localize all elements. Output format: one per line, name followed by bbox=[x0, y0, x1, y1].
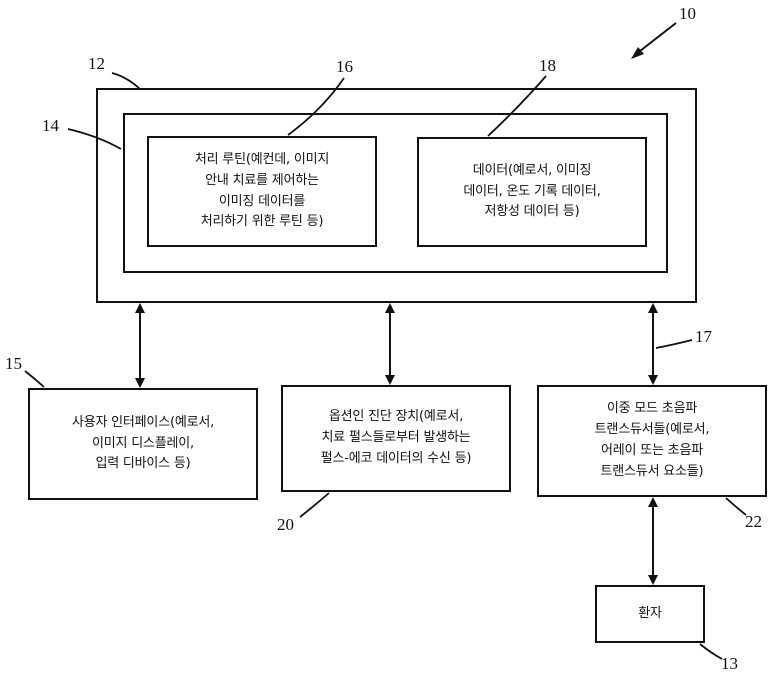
leader-line-17 bbox=[655, 339, 693, 349]
ref-label-13: 13 bbox=[721, 654, 738, 673]
data-box: 데이터(예로서, 이미징 데이터, 온도 기록 데이터, 저항성 데이터 등) bbox=[417, 137, 647, 247]
ref-label-14: 14 bbox=[42, 116, 59, 135]
leader-line-22 bbox=[725, 497, 747, 516]
ref-label-12: 12 bbox=[88, 54, 105, 73]
ref-10-pointer-arrow bbox=[631, 22, 677, 59]
patient-box: 환자 bbox=[595, 585, 705, 643]
leader-line-12 bbox=[111, 72, 141, 90]
diagnostic-device-box: 옵션인 진단 장치(예로서, 치료 펄스들로부터 발생하는 펄스-에코 데이터의… bbox=[281, 385, 511, 492]
arrow-transducers-patient bbox=[648, 497, 658, 585]
arrow-controller-transducers bbox=[648, 303, 658, 385]
ref-label-18: 18 bbox=[539, 56, 556, 75]
arrow-controller-userinterface bbox=[135, 303, 145, 388]
system-outer-box bbox=[96, 88, 697, 303]
ref-label-17: 17 bbox=[695, 327, 712, 346]
transducers-box: 이중 모드 초음파 트랜스듀서들(예로서, 어레이 또는 초음파 트랜스듀서 요… bbox=[537, 385, 767, 497]
data-box-label: 데이터(예로서, 이미징 데이터, 온도 기록 데이터, 저항성 데이터 등) bbox=[463, 162, 601, 220]
patient-label: 환자 bbox=[638, 605, 662, 621]
ref-label-16: 16 bbox=[336, 57, 353, 76]
ref-label-15: 15 bbox=[5, 354, 22, 373]
user-interface-box: 사용자 인터페이스(예로서, 이미지 디스플레이, 입력 디바이스 등) bbox=[28, 388, 258, 500]
leader-line-20 bbox=[299, 492, 330, 518]
ref-label-10: 10 bbox=[679, 4, 696, 23]
transducers-label: 이중 모드 초음파 트랜스듀서들(예로서, 어레이 또는 초음파 트랜스듀서 요… bbox=[594, 401, 710, 479]
processing-routines-label: 처리 루틴(예컨데, 이미지 안내 치료를 제어하는 이미징 데이터를 처리하기… bbox=[194, 151, 330, 230]
arrow-controller-diagnostic bbox=[385, 303, 395, 385]
leader-line-13 bbox=[699, 643, 723, 660]
user-interface-label: 사용자 인터페이스(예로서, 이미지 디스플레이, 입력 디바이스 등) bbox=[71, 414, 215, 472]
ref-label-20: 20 bbox=[277, 515, 294, 534]
diagnostic-device-label: 옵션인 진단 장치(예로서, 치료 펄스들로부터 발생하는 펄스-에코 데이터의… bbox=[320, 409, 472, 466]
processing-routines-box: 처리 루틴(예컨데, 이미지 안내 치료를 제어하는 이미징 데이터를 처리하기… bbox=[147, 136, 377, 247]
leader-line-15 bbox=[24, 370, 45, 388]
ref-label-22: 22 bbox=[745, 512, 762, 531]
memory-inner-box bbox=[123, 113, 668, 273]
